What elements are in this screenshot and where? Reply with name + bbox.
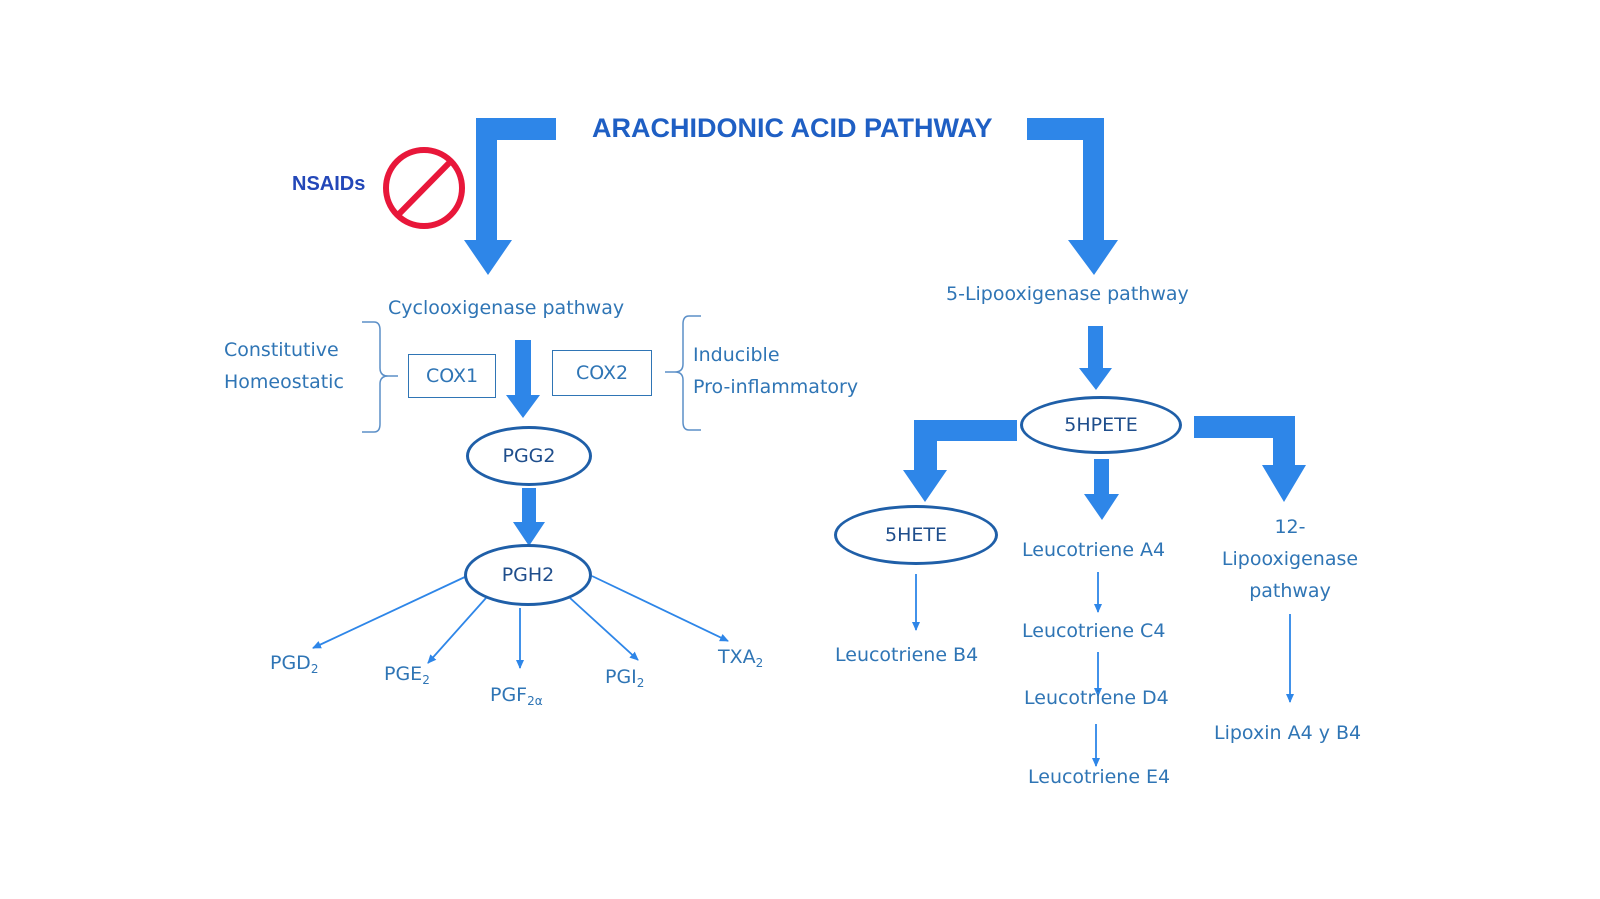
cox2-box: COX2	[552, 350, 652, 396]
arrow-to-pgd2	[312, 575, 468, 649]
big-arrow-to-lox	[1027, 118, 1118, 275]
12-lox-label-line1: 12-	[1274, 516, 1306, 538]
lipoxin-label: Lipoxin A4 y B4	[1214, 722, 1362, 744]
diagram-title: ARACHIDONIC ACID PATHWAY	[592, 113, 993, 143]
constitutive-label: Constitutive	[224, 339, 339, 361]
arrow-lox-to-5hpete	[1079, 326, 1112, 390]
5hete-node: 5HETE	[834, 505, 998, 565]
brace-left	[362, 321, 398, 433]
12-lox-label-line2: Lipooxigenase	[1221, 548, 1359, 570]
big-arrow-to-cox	[464, 118, 556, 275]
12-lox-label-line3: pathway	[1249, 580, 1331, 602]
pgh2-node: PGH2	[464, 544, 592, 606]
prohibition-icon	[383, 147, 465, 229]
cox1-box: COX1	[408, 354, 496, 398]
brace-right	[665, 315, 701, 431]
leucotriene-c4-label: Leucotriene C4	[1022, 620, 1166, 642]
leucotriene-e4-label: Leucotriene E4	[1028, 766, 1171, 788]
arrow-to-txa2	[591, 575, 729, 642]
product-pgd2: PGD2	[270, 652, 319, 676]
pgg2-node: PGG2	[466, 426, 592, 486]
leucotriene-d4-label: Leucotriene D4	[1024, 687, 1169, 709]
arrow-5hpete-to-5hete	[903, 420, 1017, 502]
product-txa2: TXA2	[718, 646, 764, 670]
product-pge2: PGE2	[384, 663, 430, 687]
homeostatic-label: Homeostatic	[224, 371, 344, 393]
arrow-cox-to-pgg2	[506, 340, 540, 418]
arrow-to-pge2	[427, 597, 487, 664]
arrow-pgg2-to-pgh2	[513, 488, 545, 546]
lox-pathway-label: 5-Lipooxigenase pathway	[946, 283, 1189, 305]
arrow-5hpete-to-12lox	[1194, 416, 1306, 502]
leucotriene-a4-label: Leucotriene A4	[1022, 539, 1166, 561]
product-pgf2a: PGF2α	[490, 684, 543, 708]
arrow-to-pgi2	[569, 597, 639, 661]
5hpete-node: 5HPETE	[1020, 396, 1182, 454]
inducible-label: Inducible	[693, 344, 780, 366]
arrow-5hpete-to-la4	[1084, 459, 1119, 520]
pro-inflammatory-label: Pro-inflammatory	[693, 376, 859, 398]
nsaids-label: NSAIDs	[292, 173, 366, 195]
product-pgi2: PGI2	[605, 666, 645, 690]
leucotriene-b4-label: Leucotriene B4	[835, 644, 979, 666]
cox-pathway-label: Cyclooxigenase pathway	[388, 297, 625, 319]
